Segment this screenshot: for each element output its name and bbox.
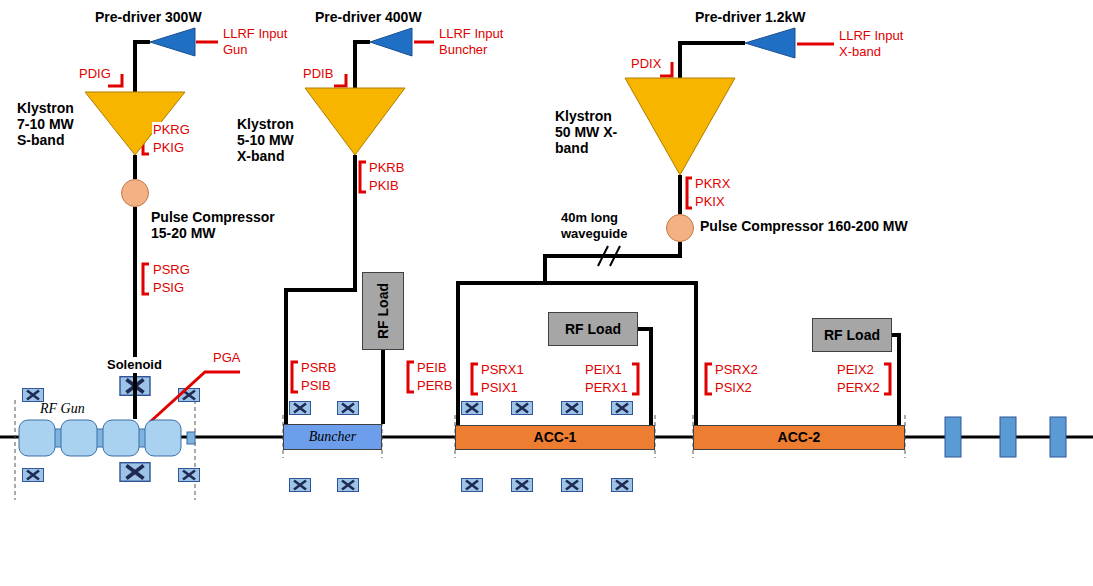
klystron: Klystron 50 MW X-band [625, 78, 735, 175]
downstream-magnets [945, 417, 1066, 457]
box-label: RF Load [565, 321, 621, 337]
component-label: Klystron 7-10 MW S-band [17, 100, 81, 148]
klystron: Klystron 5-10 MW X-band [305, 88, 405, 155]
signal-name: PSIX2 [714, 380, 753, 396]
waveguide [680, 43, 745, 78]
pulse-compressor-outline [666, 214, 694, 242]
component-label: RF Gun [40, 401, 85, 417]
waveguide [355, 42, 370, 88]
waveguide [678, 175, 682, 214]
signal-name: PKIB [368, 178, 400, 194]
part-label: 40m long waveguide [560, 210, 642, 241]
part-label: Solenoid [106, 357, 163, 373]
component-label: Pulse Compressor 15-20 MW [151, 209, 291, 241]
box-label: ACC-2 [778, 429, 821, 445]
signal-name: PERB [416, 378, 453, 394]
component-label: Klystron 5-10 MW X-band [237, 116, 301, 164]
rf-gun-outline [15, 419, 195, 457]
pre-driver-amplifier-outline [150, 28, 195, 56]
box-label: RF Load [375, 283, 391, 339]
waveguide [545, 242, 696, 425]
signal-name: PDIX [630, 56, 662, 72]
signal-name: PGA [212, 350, 241, 366]
accelerator-structure: ACC-1 [455, 425, 655, 450]
signal-name: PSIX1 [480, 380, 519, 396]
waveguide [286, 155, 355, 424]
pre-driver-amplifier-outline [745, 28, 795, 58]
signal-name: PERX1 [584, 380, 629, 396]
pre-driver-amplifier: Pre-driver 400W [370, 28, 412, 56]
component-label: Klystron 50 MW X-band [555, 108, 621, 156]
component-label: Pre-driver 400W [315, 9, 422, 25]
pulse-compressor: Pulse Compressor 160-200 MW [666, 214, 694, 242]
waveguide [135, 42, 150, 92]
signal-name: LLRF Input Buncher [438, 26, 520, 57]
klystron-outline [625, 78, 735, 175]
component-label: Pre-driver 300W [95, 9, 202, 25]
pre-driver-amplifier-outline [370, 28, 412, 56]
buncher-section: Buncher [283, 424, 382, 450]
waveguide [381, 350, 385, 424]
signal-name: PKIG [152, 140, 185, 156]
signal-name: PDIB [302, 66, 334, 82]
box-label: Buncher [309, 429, 356, 445]
signal-name: PEIB [416, 360, 448, 376]
signal-name: PSRG [152, 262, 191, 278]
rf-load: RF Load [812, 318, 892, 352]
signal-name: PKIX [694, 194, 726, 210]
waveguide [133, 155, 137, 179]
rf-load: RF Load [362, 272, 404, 350]
rf-load: RF Load [548, 312, 638, 346]
signal-name: PKRX [694, 176, 731, 192]
pre-driver-amplifier: Pre-driver 300W [150, 28, 195, 56]
signal-name: LLRF Input X-band [838, 28, 920, 59]
pulse-compressor: Pulse Compressor 15-20 MW [121, 179, 149, 207]
signal-name: PSRX1 [480, 362, 525, 378]
box-label: RF Load [824, 327, 880, 343]
component-label: Pulse Compressor 160-200 MW [700, 218, 908, 234]
box-label: ACC-1 [534, 429, 577, 445]
klystron-outline [305, 88, 405, 155]
signal-name: PSIB [300, 378, 332, 394]
signal-name: LLRF Input Gun [222, 26, 304, 57]
pre-driver-amplifier: Pre-driver 1.2kW [745, 28, 795, 58]
signal-name: PKRG [152, 122, 191, 138]
waveguide [638, 329, 651, 425]
waveguide [133, 207, 137, 419]
signal-name: PERX2 [836, 380, 881, 396]
signal-name: PSIG [152, 280, 185, 296]
signal-name: PSRB [300, 360, 337, 376]
waveguide [458, 242, 680, 425]
rf-gun: RF Gun [15, 419, 195, 457]
pulse-compressor-outline [121, 179, 149, 207]
signal-name: PSRX2 [714, 362, 759, 378]
waveguide [892, 335, 899, 425]
signal-name: PKRB [368, 160, 405, 176]
accelerator-structure: ACC-2 [693, 425, 905, 450]
component-label: Pre-driver 1.2kW [695, 9, 806, 25]
signal-name: PDIG [78, 66, 112, 82]
signal-name: PEIX1 [584, 362, 623, 378]
signal-name: PEIX2 [836, 362, 875, 378]
